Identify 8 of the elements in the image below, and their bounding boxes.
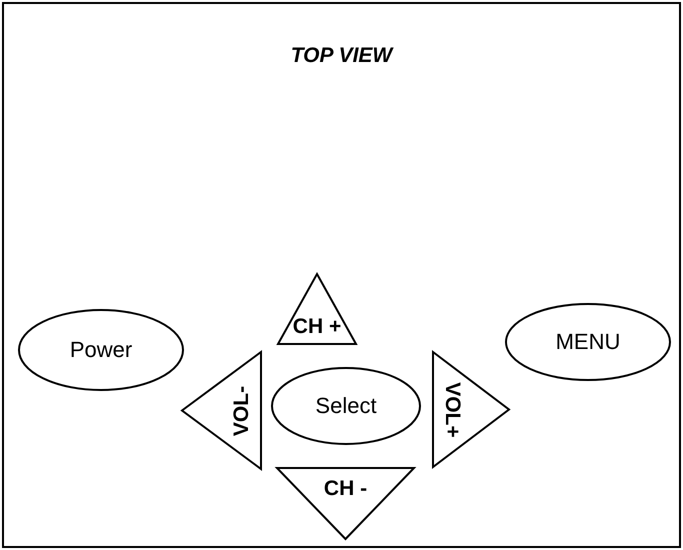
button-label: Power xyxy=(70,337,132,363)
button-label: MENU xyxy=(556,329,620,355)
button-label: VOL- xyxy=(230,385,254,436)
button-label: CH - xyxy=(324,477,368,502)
button-label: CH + xyxy=(292,315,342,340)
button-label: Select xyxy=(315,393,377,419)
button-label: VOL+ xyxy=(440,382,464,438)
title: TOP VIEW xyxy=(290,44,394,68)
